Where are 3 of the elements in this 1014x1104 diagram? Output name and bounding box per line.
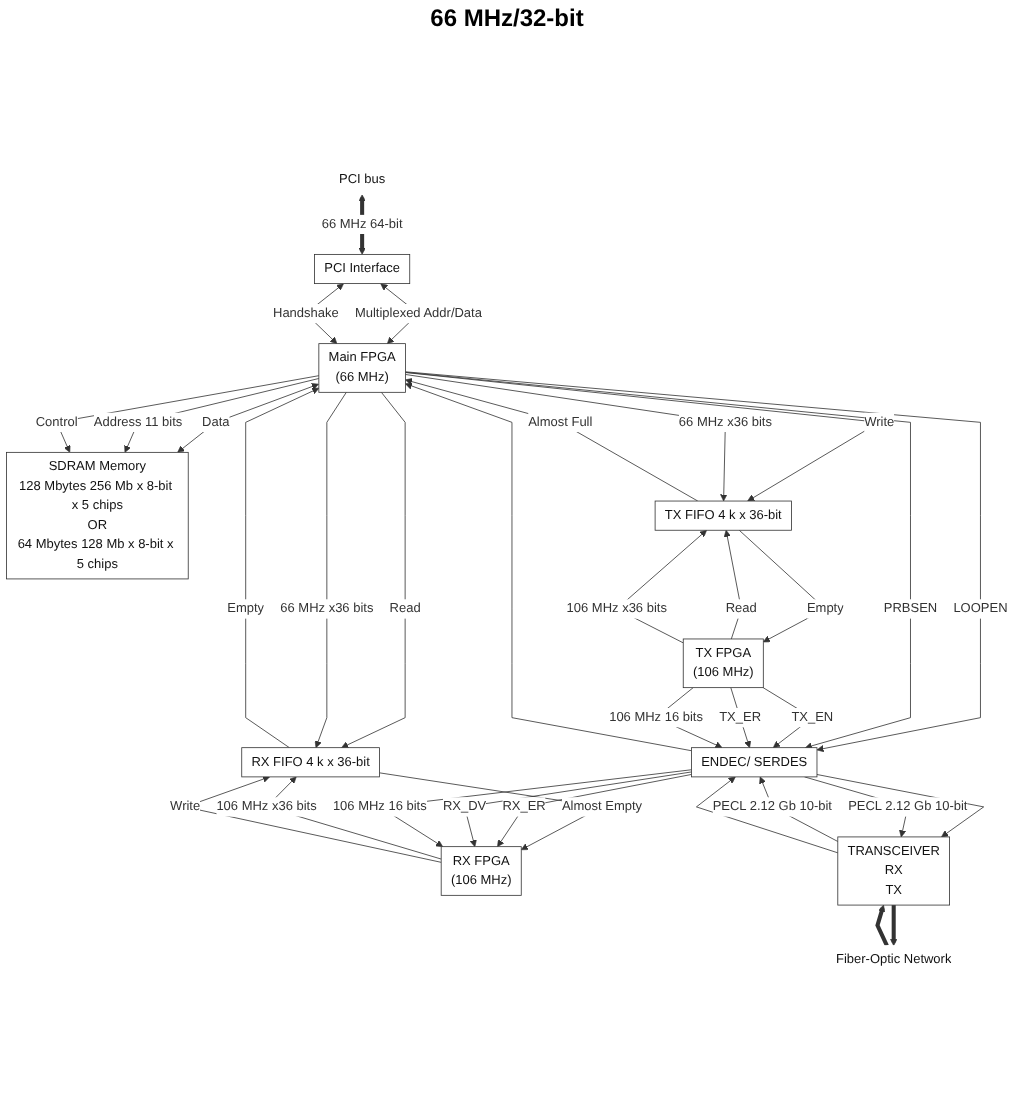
bus-label: 66 MHz/32-bit <box>430 4 584 32</box>
arrow <box>875 904 889 947</box>
arrow <box>890 905 898 946</box>
